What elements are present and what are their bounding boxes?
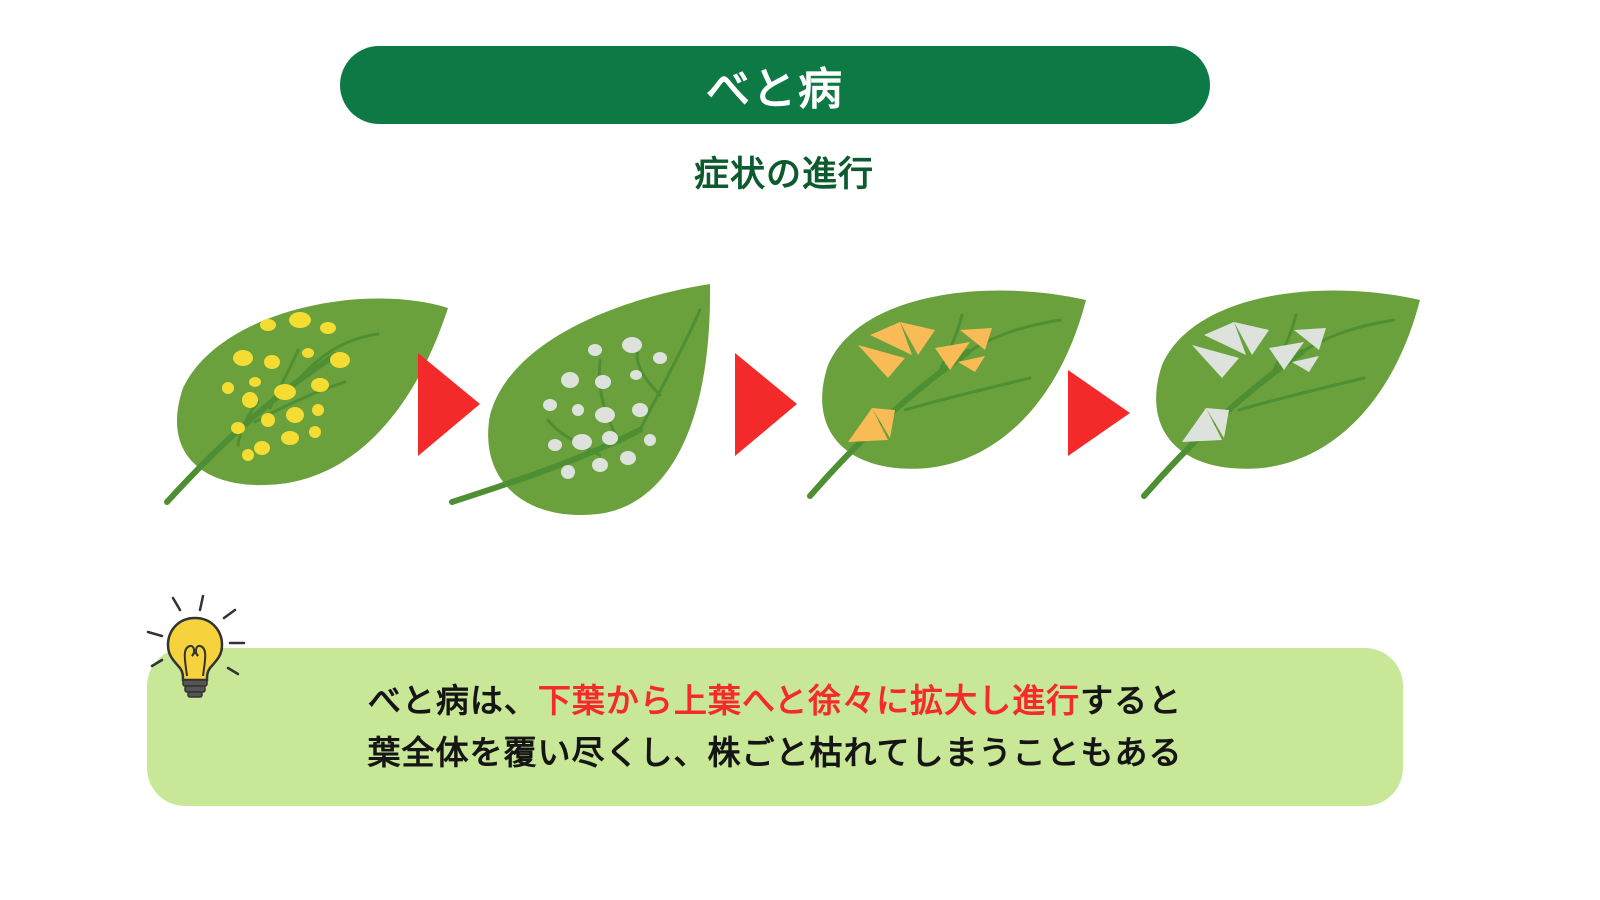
lesions-gray xyxy=(1182,322,1326,442)
page-title: べと病 xyxy=(706,64,844,115)
spots-white xyxy=(543,337,667,479)
arrow-1 xyxy=(418,353,480,456)
note-line-2: 葉全体を覆い尽くし、株ごと枯れてしまうこともある xyxy=(367,733,1183,772)
summary-note: べと病は、下葉から上葉へと徐々に拡大し進行すると 葉全体を覆い尽くし、株ごと枯れ… xyxy=(147,648,1403,806)
leaf-veins xyxy=(1237,313,1396,412)
leaf-stage-1 xyxy=(164,298,448,505)
leaf-stage-2 xyxy=(449,284,711,515)
title-banner: べと病 xyxy=(340,46,1210,124)
leaf-shape xyxy=(176,298,448,486)
note-highlight: 下葉から上葉へと徐々に拡大し進行 xyxy=(537,681,1081,720)
spots-yellow xyxy=(222,312,350,461)
note-text: すると xyxy=(1080,681,1183,720)
leaf-shape xyxy=(488,284,711,515)
lightbulb-icon xyxy=(146,594,246,698)
note-line-1: べと病は、下葉から上葉へと徐々に拡大し進行すると xyxy=(368,675,1182,727)
leaf-veins xyxy=(903,313,1062,412)
arrow-3 xyxy=(1068,370,1130,456)
note-text: べと病は、 xyxy=(367,681,538,720)
leaf-stage-4 xyxy=(1141,290,1420,499)
page-subtitle: 症状の進行 xyxy=(693,155,874,195)
leaf-stage-3 xyxy=(807,290,1086,499)
symptom-progression-diagram xyxy=(164,284,1420,515)
arrow-2 xyxy=(735,353,797,456)
lesions-orange xyxy=(848,322,992,442)
